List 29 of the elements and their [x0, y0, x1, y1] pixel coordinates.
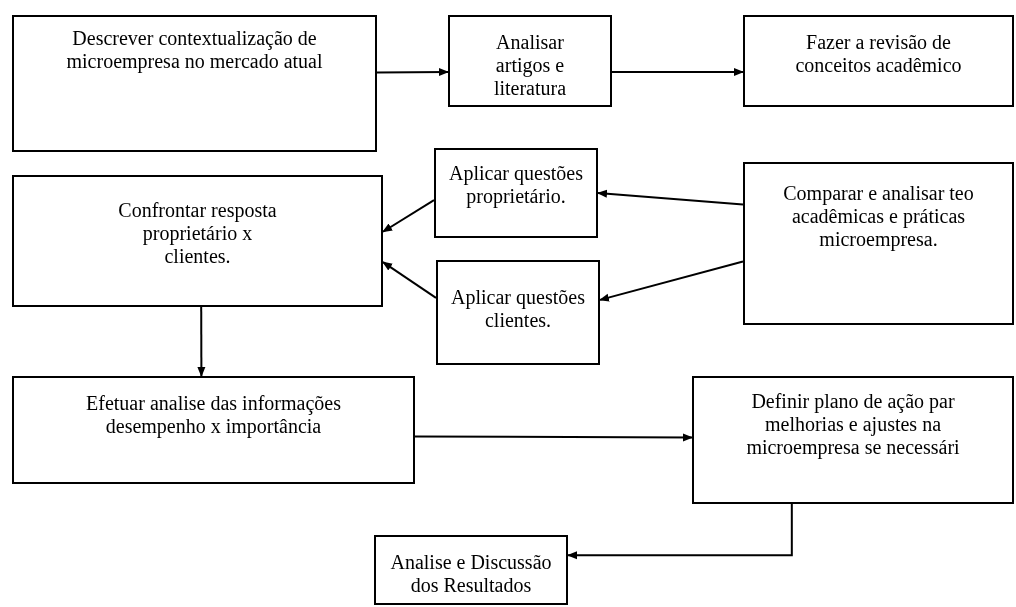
- process-box: [743, 15, 1014, 107]
- box-text: Efetuar analise das informações desempenho x importância: [85, 392, 342, 440]
- arrow: [597, 189, 744, 206]
- arrow: [376, 68, 449, 77]
- box-text: Descrever contextualização de microempresa no mercado atual: [65, 27, 324, 75]
- process-box: [374, 535, 568, 605]
- box-text: Analise e Discussão dos Resultados: [389, 551, 553, 598]
- arrow: [567, 503, 793, 560]
- process-box: [12, 175, 383, 307]
- box-text: Aplicar questões proprietário.: [448, 162, 584, 210]
- process-box: [743, 162, 1014, 325]
- process-box: [12, 15, 377, 152]
- process-box: [436, 260, 600, 365]
- box-text: Confrontar resposta proprietário x clientes.: [117, 199, 278, 269]
- box-text: Definir plano de ação par melhorias e ajustes na microempresa se necessári: [745, 390, 961, 461]
- process-box: [434, 148, 598, 238]
- arrow: [611, 68, 744, 77]
- process-box: [12, 376, 415, 484]
- arrow: [414, 433, 693, 442]
- box-text: Fazer a revisão de conceitos acadêmico: [794, 31, 963, 78]
- arrow: [382, 261, 437, 299]
- box-text: Comparar e analisar teo acadêmicas e práticas microempresa.: [782, 182, 975, 253]
- process-box: [692, 376, 1014, 504]
- arrow: [382, 199, 435, 233]
- arrow: [197, 306, 206, 377]
- box-text: Aplicar questões clientes.: [450, 286, 586, 333]
- box-text: Analisar artigos e literatura: [492, 31, 568, 101]
- arrow: [599, 260, 744, 302]
- process-box: [448, 15, 612, 107]
